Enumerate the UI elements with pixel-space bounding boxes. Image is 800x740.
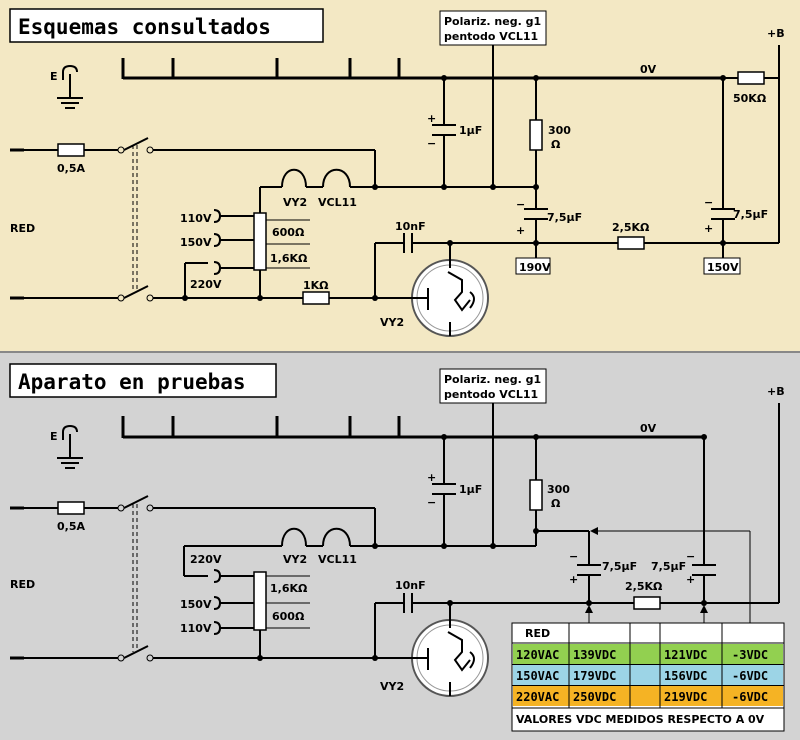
zero-v-label-b: 0V — [640, 422, 657, 435]
c1-plus: + — [427, 112, 436, 125]
c3-label-b: 7,5µF — [651, 560, 686, 573]
table-cell-b: 121VDC — [664, 648, 707, 662]
earth-label: E — [50, 70, 58, 83]
fuse-label-b: 0,5A — [57, 520, 85, 533]
plus-b-label-b: +B — [767, 385, 785, 398]
polariz-label-line2: pentodo VCL11 — [444, 30, 538, 43]
zero-v-label: 0V — [640, 63, 657, 76]
table-cell-a: 250VDC — [573, 690, 616, 704]
r50k-label: 50KΩ — [733, 92, 767, 105]
polariz-label-line1: Polariz. neg. g1 — [444, 15, 541, 28]
vcl11-filament-label: VCL11 — [318, 196, 357, 209]
red-label: RED — [10, 222, 35, 235]
c3-plus: + — [704, 222, 713, 235]
earth-label-b: E — [50, 430, 58, 443]
c1uf-label-b: 1µF — [459, 483, 482, 496]
c2-plus-b: + — [569, 573, 578, 586]
tap-150v-label: 150V — [180, 236, 212, 249]
c2-plus: + — [516, 224, 525, 237]
node-150v-label: 150V — [707, 261, 739, 274]
table-cell-b: 156VDC — [664, 669, 707, 683]
r300-ohm: Ω — [551, 138, 561, 151]
c3-plus-b: + — [686, 573, 695, 586]
c2-minus: − — [516, 198, 525, 211]
c3-minus: − — [704, 196, 713, 209]
node-190v-label: 190V — [519, 261, 551, 274]
table-cell-c: -3VDC — [732, 648, 768, 662]
table-cell-b: 219VDC — [664, 690, 707, 704]
r600-label-b: 600Ω — [272, 610, 305, 623]
top-title: Esquemas consultados — [18, 15, 271, 39]
plus-b-label: +B — [767, 27, 785, 40]
r300-ohm-b: Ω — [551, 497, 561, 510]
table-row-bg — [513, 665, 783, 685]
c1uf-label: 1µF — [459, 124, 482, 137]
vy2-tube-label-b: VY2 — [380, 680, 404, 693]
table-cell-a: 179VDC — [573, 669, 616, 683]
table-cell-red: 150VAC — [516, 669, 559, 683]
r300-label: 300 — [548, 124, 571, 137]
r25k-label-b: 2,5KΩ — [625, 580, 663, 593]
table-cell-c: -6VDC — [732, 669, 768, 683]
top-panel-background — [0, 0, 800, 352]
table-footer: VALORES VDC MEDIDOS RESPECTO A 0V — [516, 713, 765, 726]
r1600-label-b: 1,6KΩ — [270, 582, 308, 595]
polariz-label-line2-b: pentodo VCL11 — [444, 388, 538, 401]
fuse-label: 0,5A — [57, 162, 85, 175]
table-cell-a: 139VDC — [573, 648, 616, 662]
c1-minus-b: − — [427, 496, 436, 509]
bottom-schematic: Aparato en pruebas Polariz. neg. g1 pent… — [9, 363, 785, 732]
tap-110v-label: 110V — [180, 212, 212, 225]
r25k-label: 2,5KΩ — [612, 221, 650, 234]
tap-220v-label: 220V — [190, 278, 222, 291]
polariz-label-line1-b: Polariz. neg. g1 — [444, 373, 541, 386]
tap-110v-label-b: 110V — [180, 622, 212, 635]
vy2-filament-label: VY2 — [283, 196, 307, 209]
bottom-title: Aparato en pruebas — [18, 370, 246, 394]
c3-label: 7,5µF — [733, 208, 768, 221]
c3-minus-b: − — [686, 550, 695, 563]
r600-label: 600Ω — [272, 226, 305, 239]
table-cell-red: 220VAC — [516, 690, 559, 704]
vcl11-filament-label-b: VCL11 — [318, 553, 357, 566]
vy2-tube-label: VY2 — [380, 316, 404, 329]
table-row-bg — [513, 686, 783, 706]
r1k-label: 1KΩ — [303, 279, 329, 292]
vy2-filament-label-b: VY2 — [283, 553, 307, 566]
r1600-label: 1,6KΩ — [270, 252, 308, 265]
c2-label-b: 7,5µF — [602, 560, 637, 573]
c10nf-label-b: 10nF — [395, 579, 426, 592]
c2-label: 7,5µF — [547, 211, 582, 224]
table-cell-c: -6VDC — [732, 690, 768, 704]
table-header-red: RED — [525, 627, 550, 640]
c1-minus: − — [427, 137, 436, 150]
c2-minus-b: − — [569, 550, 578, 563]
top-schematic: Esquemas consultados Polariz. neg. g1 pe… — [9, 8, 785, 337]
c10nf-label: 10nF — [395, 220, 426, 233]
tap-150v-label-b: 150V — [180, 598, 212, 611]
tap-220v-label-b: 220V — [190, 553, 222, 566]
measurement-table: RED VALORES VDC MEDIDOS RESPECTO A 0V 12… — [511, 622, 785, 732]
table-row-bg — [513, 644, 783, 664]
table-cell-red: 120VAC — [516, 648, 559, 662]
r300-label-b: 300 — [547, 483, 570, 496]
red-label-b: RED — [10, 578, 35, 591]
c1-plus-b: + — [427, 471, 436, 484]
